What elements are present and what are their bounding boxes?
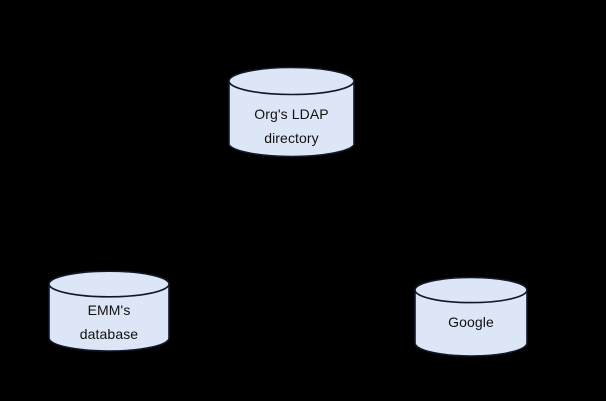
node-google[interactable]: Google [414,276,528,357]
database-cylinder-icon [48,270,170,352]
database-cylinder-icon [228,66,355,158]
node-ldap-directory[interactable]: Org's LDAP directory [228,66,355,160]
database-cylinder-icon [414,276,528,357]
node-emm-database[interactable]: EMM's database [48,270,170,352]
